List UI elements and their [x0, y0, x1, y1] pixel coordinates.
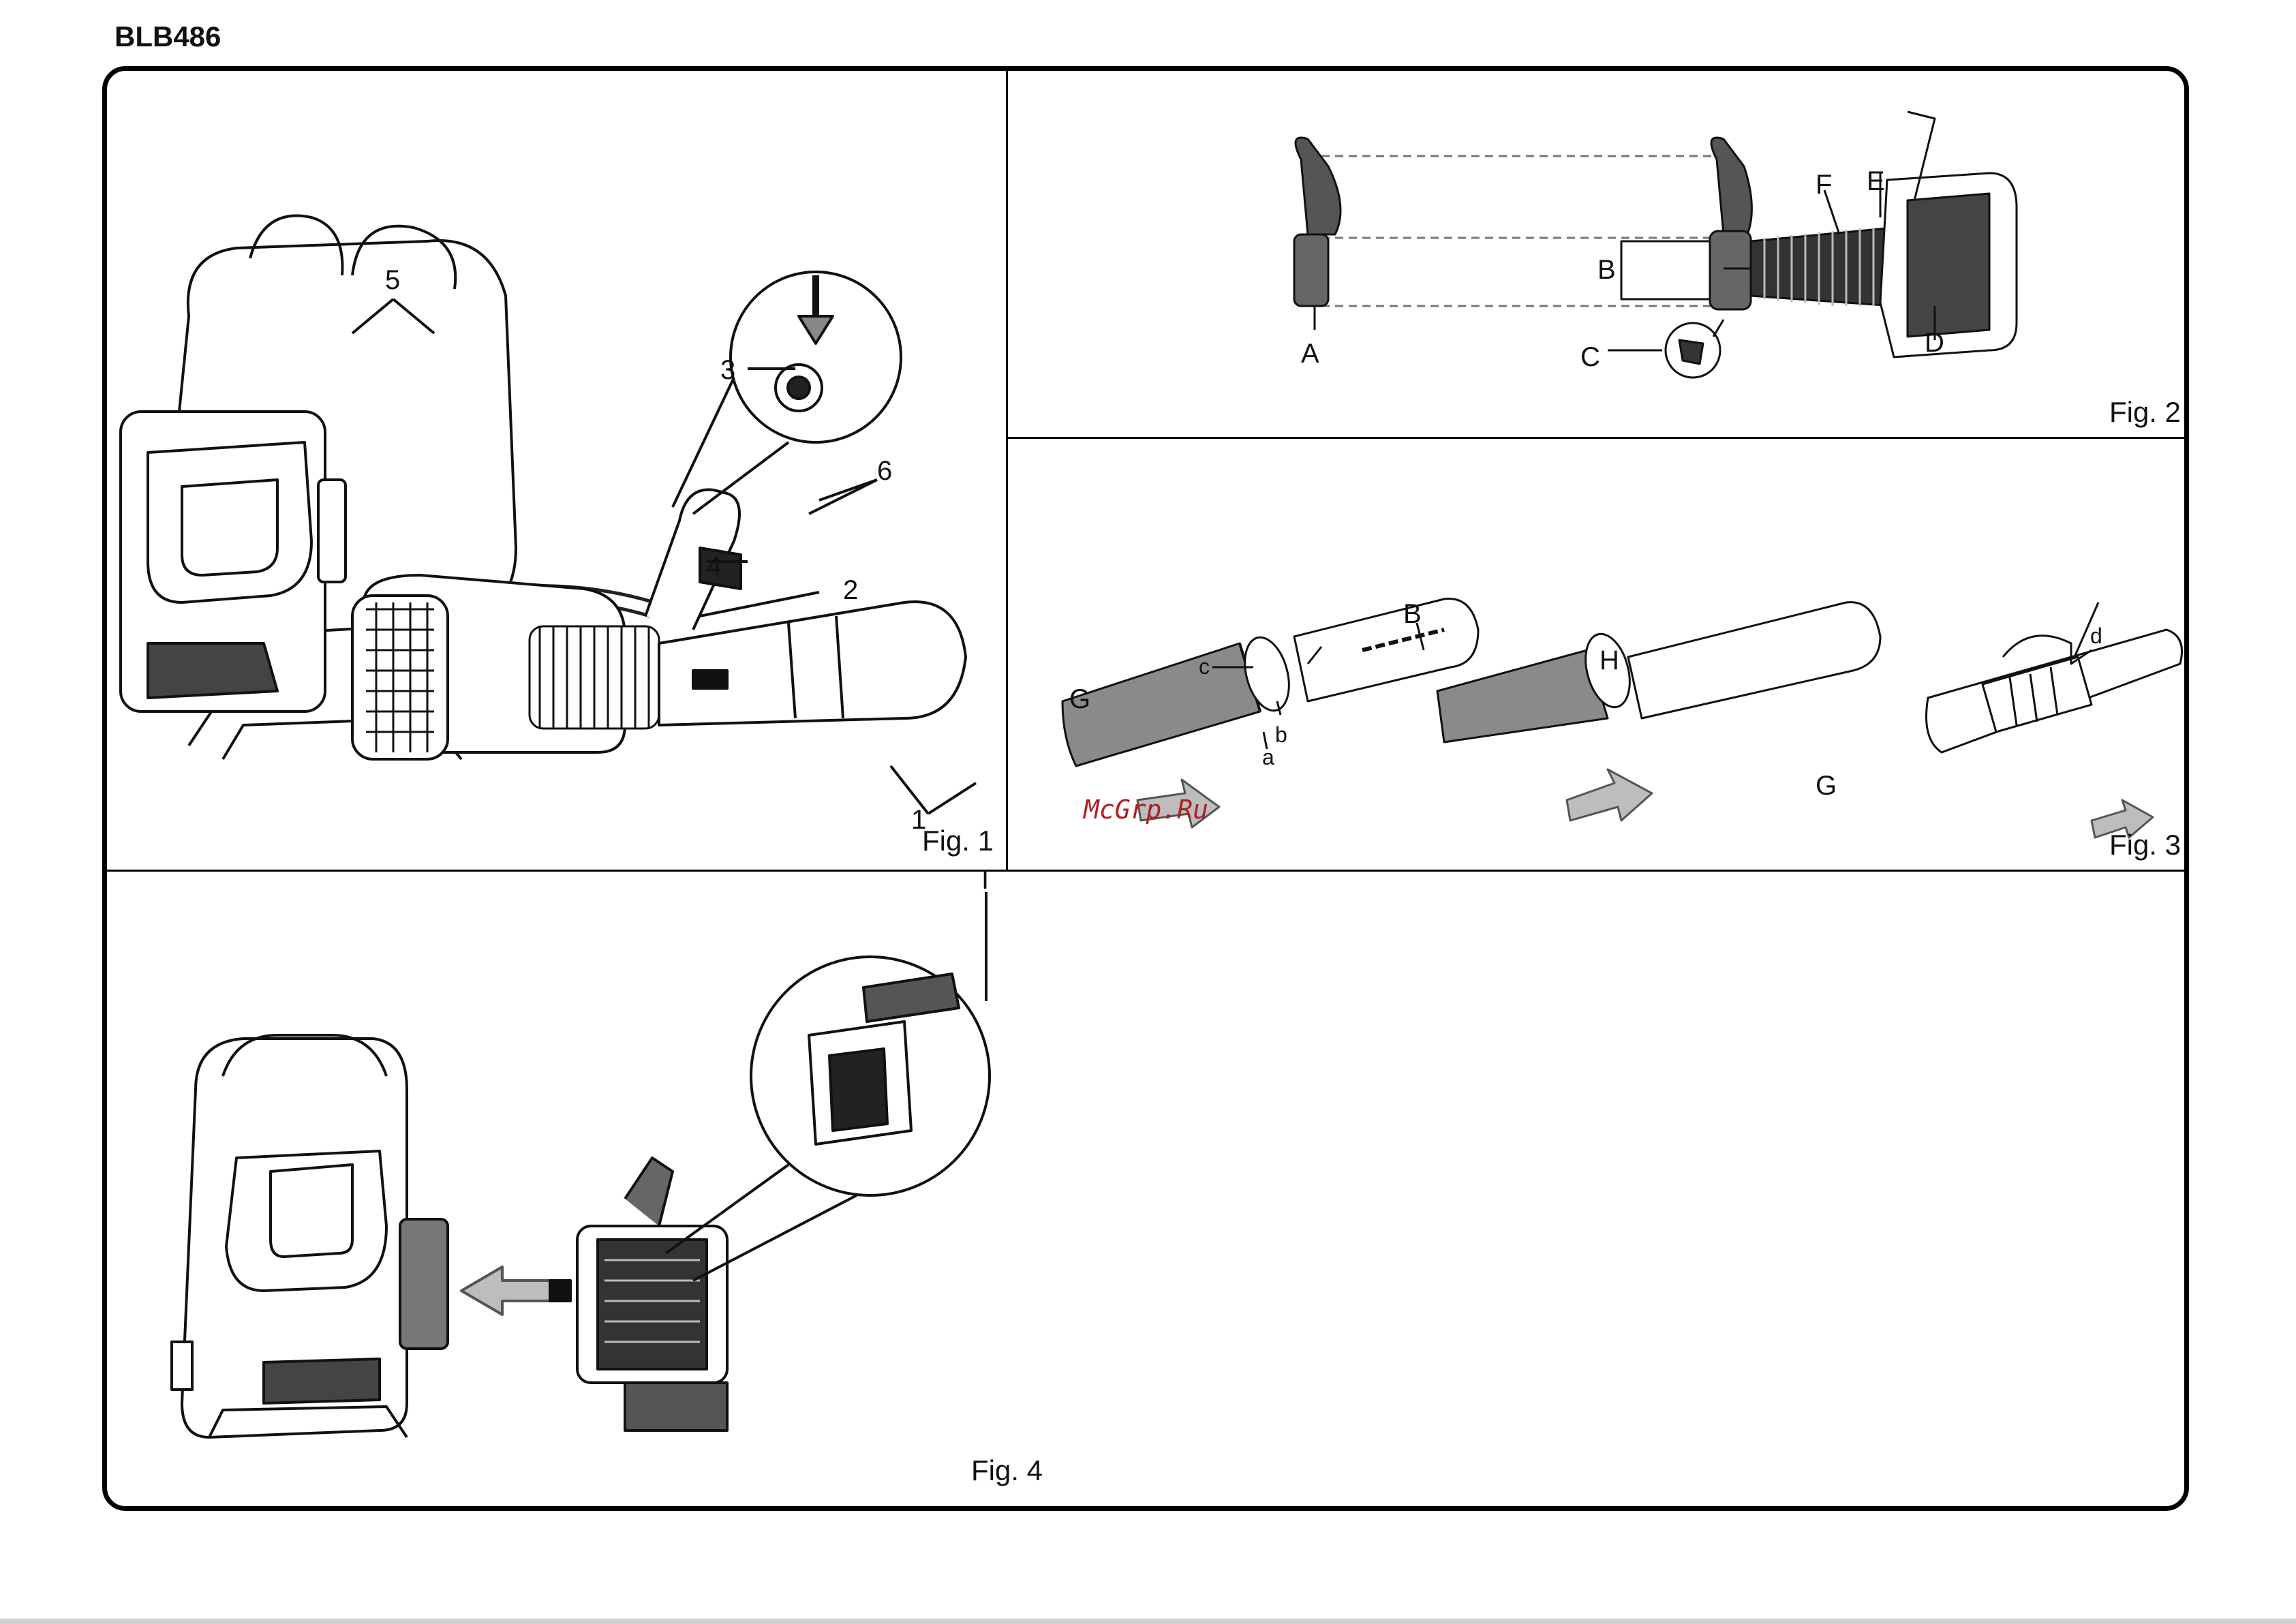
- callout-d-small: d: [2090, 624, 2102, 648]
- callout-a-small: a: [1262, 745, 1274, 769]
- handle-part-a: [1296, 138, 1341, 234]
- callout-g-left: G: [1069, 684, 1090, 714]
- watermark-text: McGrp.Ru: [1084, 795, 1208, 825]
- figure-sheet: 5 3 6 4 2 1 Fig. 1: [102, 66, 2189, 1511]
- corrugated-tube: [530, 626, 659, 729]
- callout-f: F: [1816, 170, 1832, 200]
- blow-tube: [659, 602, 966, 725]
- callout-d: D: [1925, 328, 1944, 358]
- model-title: BLB486: [114, 20, 221, 53]
- fig4-illustration: I: [107, 872, 2189, 1511]
- figure-2-panel: A B C D E F Fig. 2: [1008, 71, 2189, 439]
- tube-g-step2: [1628, 602, 1880, 718]
- callout-c-small: c: [1199, 654, 1210, 679]
- callout-i: I: [981, 865, 989, 895]
- callout-g-right: G: [1816, 771, 1837, 801]
- callout-6: 6: [877, 456, 892, 486]
- figure-1-panel: 5 3 6 4 2 1 Fig. 1: [107, 71, 1008, 872]
- figure-3-label: Fig. 3: [2109, 829, 2181, 861]
- fig2-illustration: A B C D E F: [1008, 71, 2189, 439]
- callout-b: B: [1597, 255, 1616, 285]
- callout-h: H: [1599, 645, 1619, 675]
- callout-b-tube: B: [1403, 599, 1422, 629]
- callout-e: E: [1867, 166, 1885, 196]
- callout-b-small: b: [1275, 722, 1287, 747]
- figure-4-panel: I Fig. 4: [107, 872, 2189, 1511]
- callout-3: 3: [720, 355, 735, 385]
- tube-g-step1: [1062, 643, 1260, 766]
- page-footer-rule: [0, 1619, 2296, 1624]
- fig1-illustration: 5 3 6 4 2 1: [107, 71, 1008, 872]
- callout-a: A: [1301, 339, 1319, 369]
- callout-5: 5: [385, 265, 400, 295]
- callout-c: C: [1580, 342, 1600, 372]
- figure-1-label: Fig. 1: [922, 825, 994, 857]
- removal-arrow: [461, 1267, 550, 1315]
- tube-b-step1: [1294, 599, 1478, 701]
- figure-4-label: Fig. 4: [971, 1454, 1043, 1487]
- figure-2-label: Fig. 2: [2109, 396, 2181, 429]
- callout-2: 2: [843, 575, 858, 605]
- callout-4: 4: [707, 551, 722, 581]
